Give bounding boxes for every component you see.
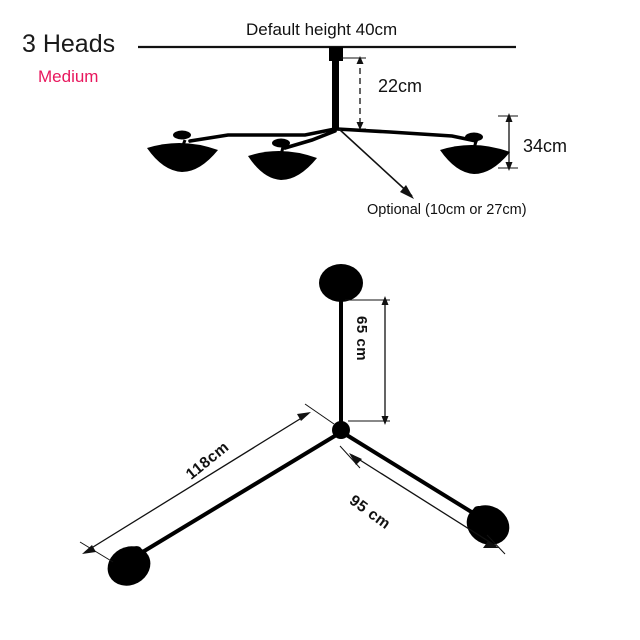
dim-118cm xyxy=(79,403,335,563)
arm-left-bottom xyxy=(134,432,340,558)
size-label: Medium xyxy=(38,67,99,86)
lamp-rods-top xyxy=(180,139,478,156)
lamp-shade-center-top xyxy=(248,138,317,180)
ceiling-mount xyxy=(329,47,343,61)
heads-count-label: 3 Heads xyxy=(22,30,116,58)
dim-22cm xyxy=(341,56,366,130)
drop-height-label: 34cm xyxy=(523,136,568,156)
lamp-shade-right-top xyxy=(440,132,510,174)
default-height-label: Default height 40cm xyxy=(246,20,398,39)
lamp-arms-top xyxy=(188,127,478,150)
arm-vertical-label: 65 cm xyxy=(353,316,370,362)
dim-34cm xyxy=(498,113,518,171)
lamp-shade-left-top xyxy=(147,130,218,172)
vertical-stem xyxy=(332,59,339,129)
lamp-shade-left-bottomview xyxy=(107,546,151,586)
lamp-shade-top-bottomview xyxy=(319,264,363,302)
dim-65cm xyxy=(345,296,390,425)
dim-95cm xyxy=(339,445,506,555)
stem-length-label: 22cm xyxy=(378,76,423,96)
arm-right-bottom xyxy=(343,432,480,518)
optional-callout-arrow xyxy=(338,128,414,199)
optional-note-label: Optional (10cm or 27cm) xyxy=(367,202,527,218)
